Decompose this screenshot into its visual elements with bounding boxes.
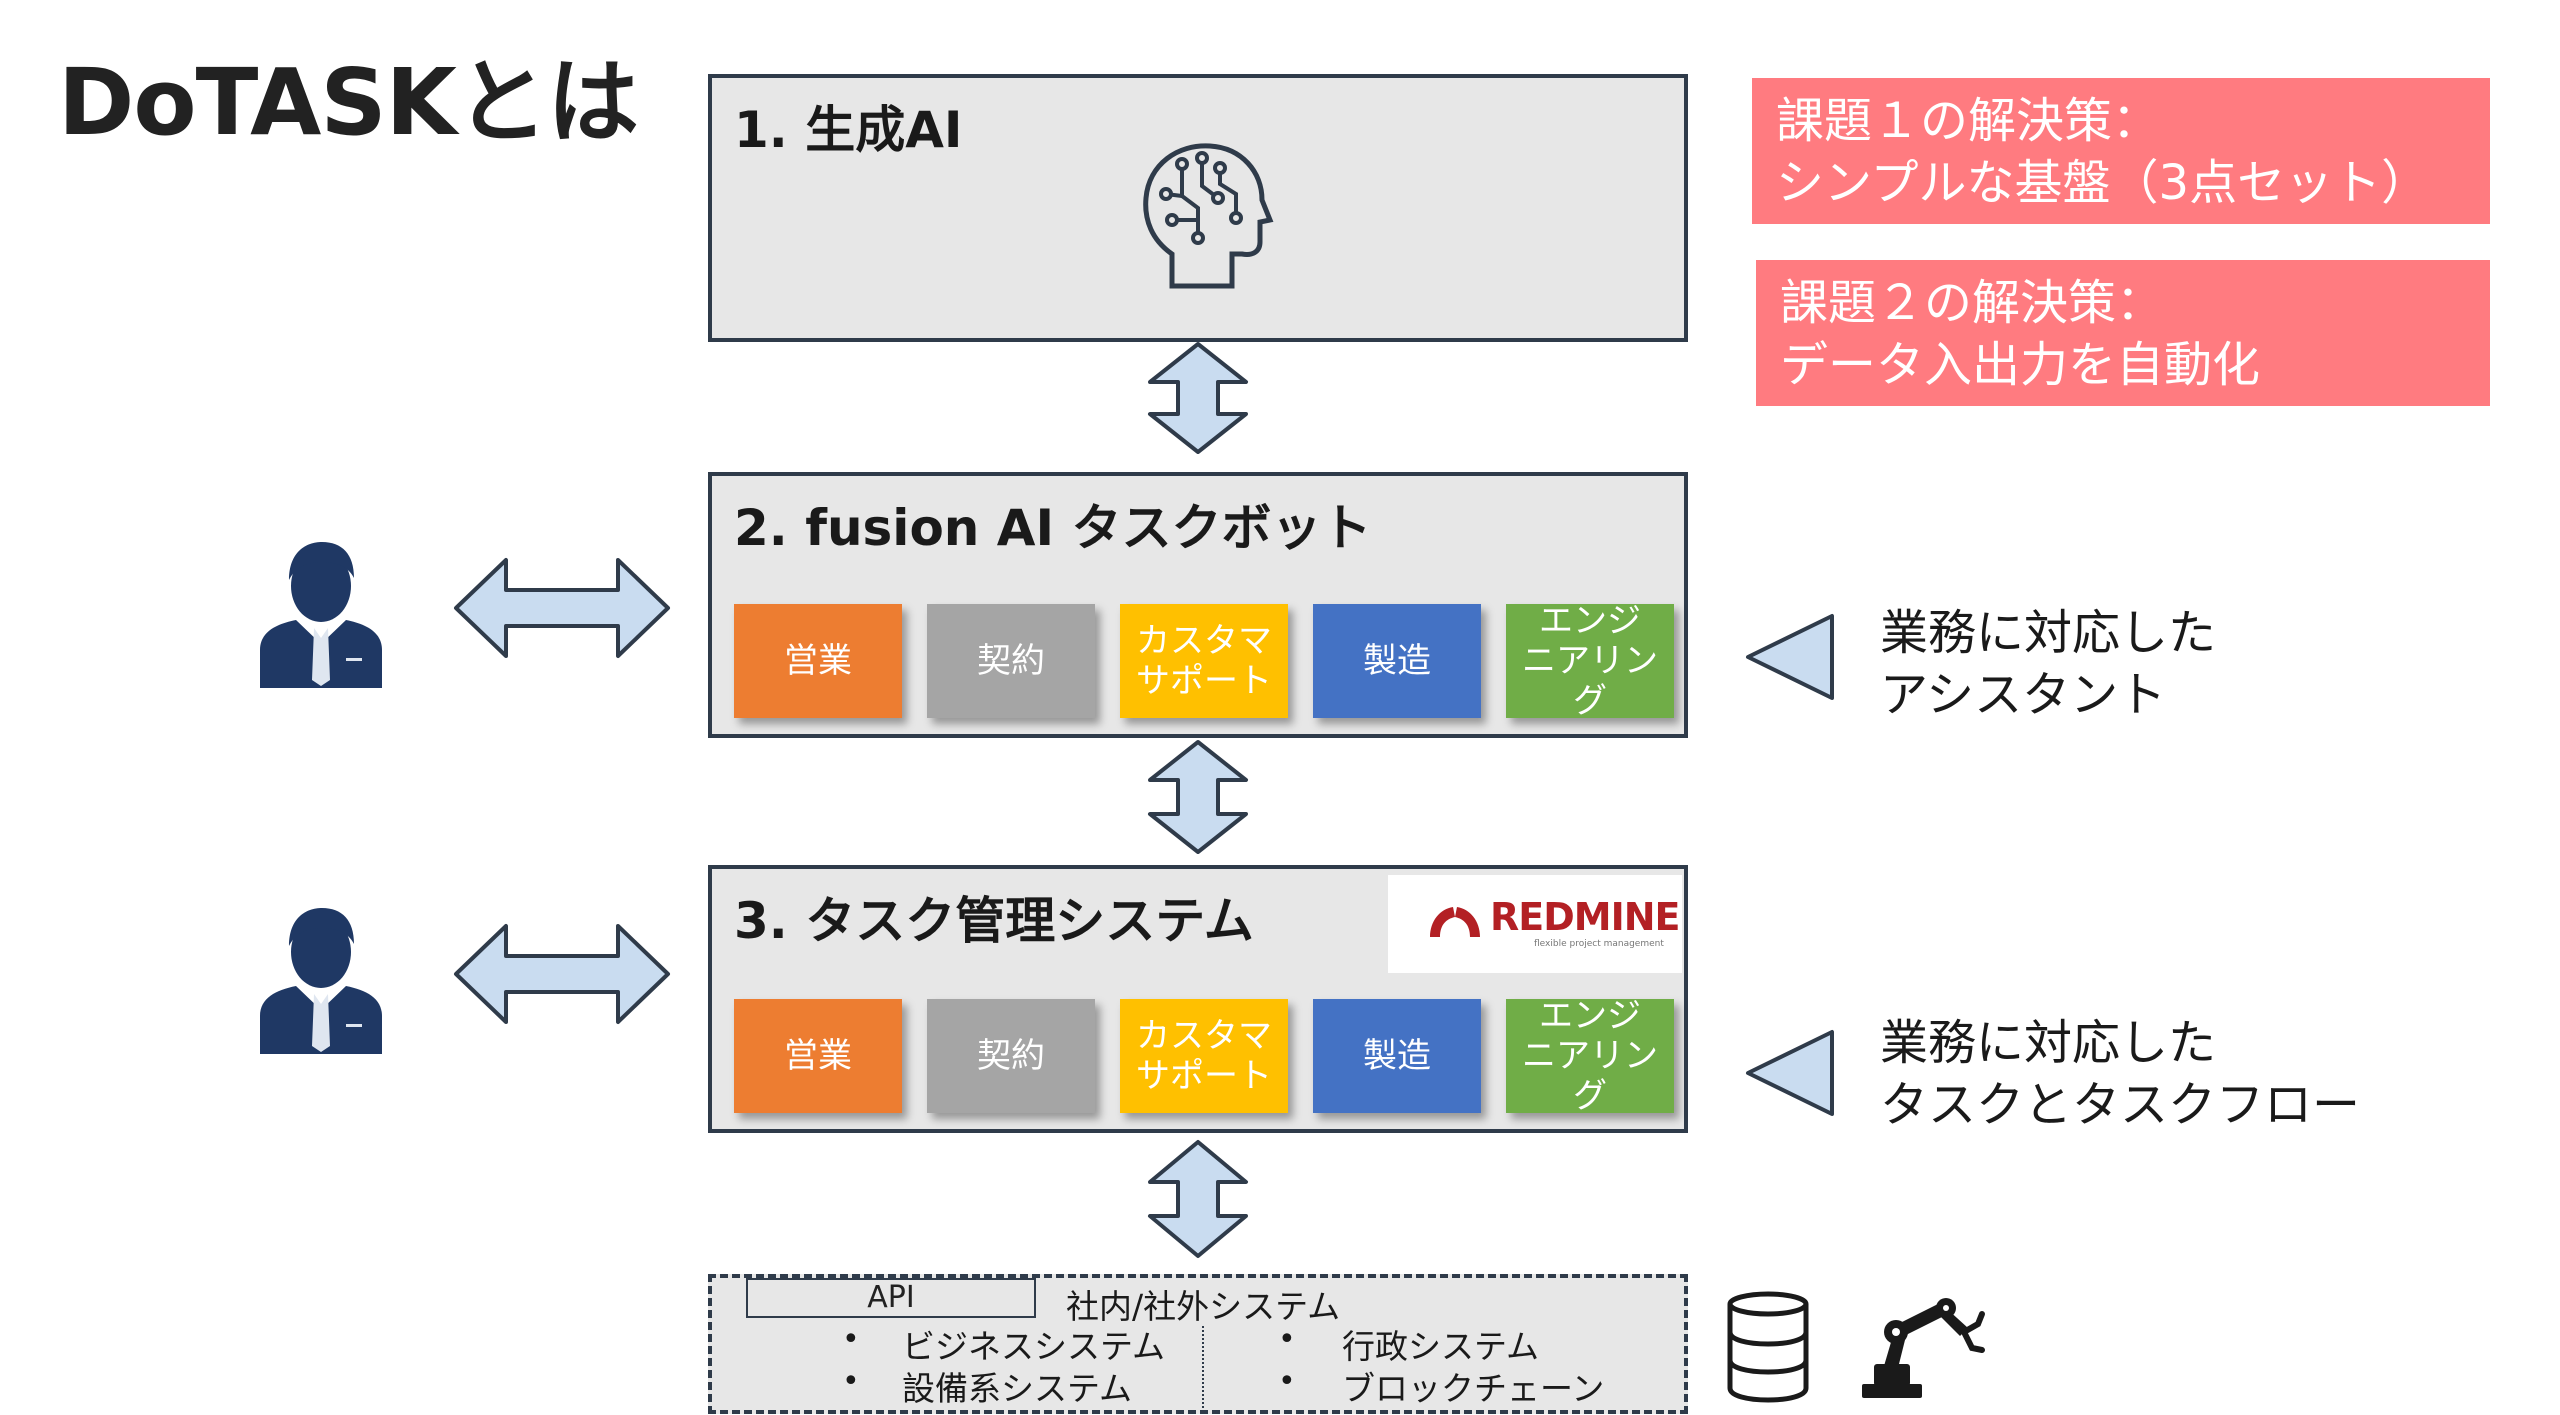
redmine-logo-name: REDMINE — [1490, 895, 1680, 939]
system-item-government: 行政システム — [1342, 1327, 1540, 1366]
dept-contract[interactable]: 契約 — [927, 999, 1095, 1113]
callout-solution-2: 課題２の解決策： データ入出力を自動化 — [1756, 260, 2490, 406]
layer-generative-ai: 1. 生成AI — [708, 74, 1688, 342]
callout-solution-1: 課題１の解決策： シンプルな基盤（3点セット） — [1752, 78, 2490, 224]
system-item-equipment: 設備系システム — [902, 1369, 1133, 1408]
note-task-flow: 業務に対応した タスクとタスクフロー — [1880, 1012, 2360, 1136]
system-item-business: ビジネスシステム — [902, 1327, 1166, 1366]
callout-2-line2: データ入出力を自動化 — [1780, 337, 2261, 393]
dept-label: エンジ ニアリング — [1522, 996, 1658, 1116]
dept-sales[interactable]: 営業 — [734, 999, 902, 1113]
note-1-line1: 業務に対応した — [1880, 605, 2217, 661]
dept-customer-support[interactable]: カスタマ サポート — [1120, 604, 1288, 718]
horizontal-double-arrow-1 — [454, 558, 670, 658]
dept-engineering[interactable]: エンジ ニアリング — [1506, 996, 1674, 1116]
systems-box: API 社内/社外システム • ビジネスシステム • 設備系システム • 行政シ… — [708, 1274, 1688, 1414]
dept-label: 契約 — [977, 641, 1045, 681]
dept-label: 営業 — [784, 1036, 852, 1076]
person-icon — [260, 908, 382, 1054]
bullet: • — [1278, 1364, 1296, 1399]
api-label-box: API — [746, 1278, 1036, 1318]
systems-divider — [1202, 1326, 1204, 1412]
robot-arm-icon — [1862, 1298, 1985, 1398]
callout-2-line1: 課題２の解決策： — [1780, 275, 2165, 331]
ai-head-icon — [1143, 143, 1274, 289]
person-icon — [260, 542, 382, 688]
dept-label: 営業 — [784, 641, 852, 681]
page-title: DoTASKとは — [58, 49, 639, 156]
note-2-line1: 業務に対応した — [1880, 1015, 2217, 1071]
bullet: • — [842, 1322, 860, 1357]
horizontal-double-arrow-2 — [454, 924, 670, 1024]
layer-1-title: 1. 生成AI — [734, 101, 963, 159]
dept-label: 製造 — [1363, 641, 1431, 681]
vertical-double-arrow-1 — [1148, 342, 1248, 454]
layer-2-title: 2. fusion AI タスクボット — [734, 499, 1372, 557]
left-triangle-icon — [1746, 614, 1834, 700]
dept-label: エンジ ニアリング — [1522, 601, 1658, 721]
callout-1-line2: シンプルな基盤（3点セット） — [1776, 155, 2430, 211]
left-triangle-icon — [1746, 1030, 1834, 1116]
database-icon — [1727, 1291, 1809, 1403]
system-item-blockchain: ブロックチェーン — [1342, 1369, 1605, 1408]
dept-sales[interactable]: 営業 — [734, 604, 902, 718]
dept-label: カスタマ サポート — [1136, 621, 1272, 701]
bullet: • — [842, 1364, 860, 1399]
dept-label: 製造 — [1363, 1036, 1431, 1076]
note-assistant: 業務に対応した アシスタント — [1880, 602, 2216, 726]
layer-task-management: 3. タスク管理システム REDMINE flexible project ma… — [708, 865, 1688, 1133]
api-label: API — [867, 1280, 915, 1315]
dept-contract[interactable]: 契約 — [927, 604, 1095, 718]
layer-task-bot: 2. fusion AI タスクボット 営業 契約 カスタマ サポート 製造 エ… — [708, 472, 1688, 738]
note-1-line2: アシスタント — [1880, 667, 2167, 723]
redmine-logo: REDMINE flexible project management — [1388, 875, 1682, 973]
vertical-double-arrow-2 — [1148, 740, 1248, 854]
systems-title: 社内/社外システム — [1066, 1287, 1341, 1326]
dept-manufacturing[interactable]: 製造 — [1313, 999, 1481, 1113]
dept-manufacturing[interactable]: 製造 — [1313, 604, 1481, 718]
redmine-logo-tagline: flexible project management — [1534, 939, 1664, 949]
note-2-line2: タスクとタスクフロー — [1880, 1077, 2361, 1133]
dept-engineering[interactable]: エンジ ニアリング — [1506, 601, 1674, 721]
vertical-double-arrow-3 — [1148, 1140, 1248, 1258]
bullet: • — [1278, 1322, 1296, 1357]
layer-3-title: 3. タスク管理システム — [734, 892, 1254, 950]
dept-customer-support[interactable]: カスタマ サポート — [1120, 999, 1288, 1113]
dept-label: カスタマ サポート — [1136, 1016, 1272, 1096]
redmine-logo-icon — [1430, 907, 1480, 937]
dept-label: 契約 — [977, 1036, 1045, 1076]
callout-1-line1: 課題１の解決策： — [1776, 93, 2161, 149]
